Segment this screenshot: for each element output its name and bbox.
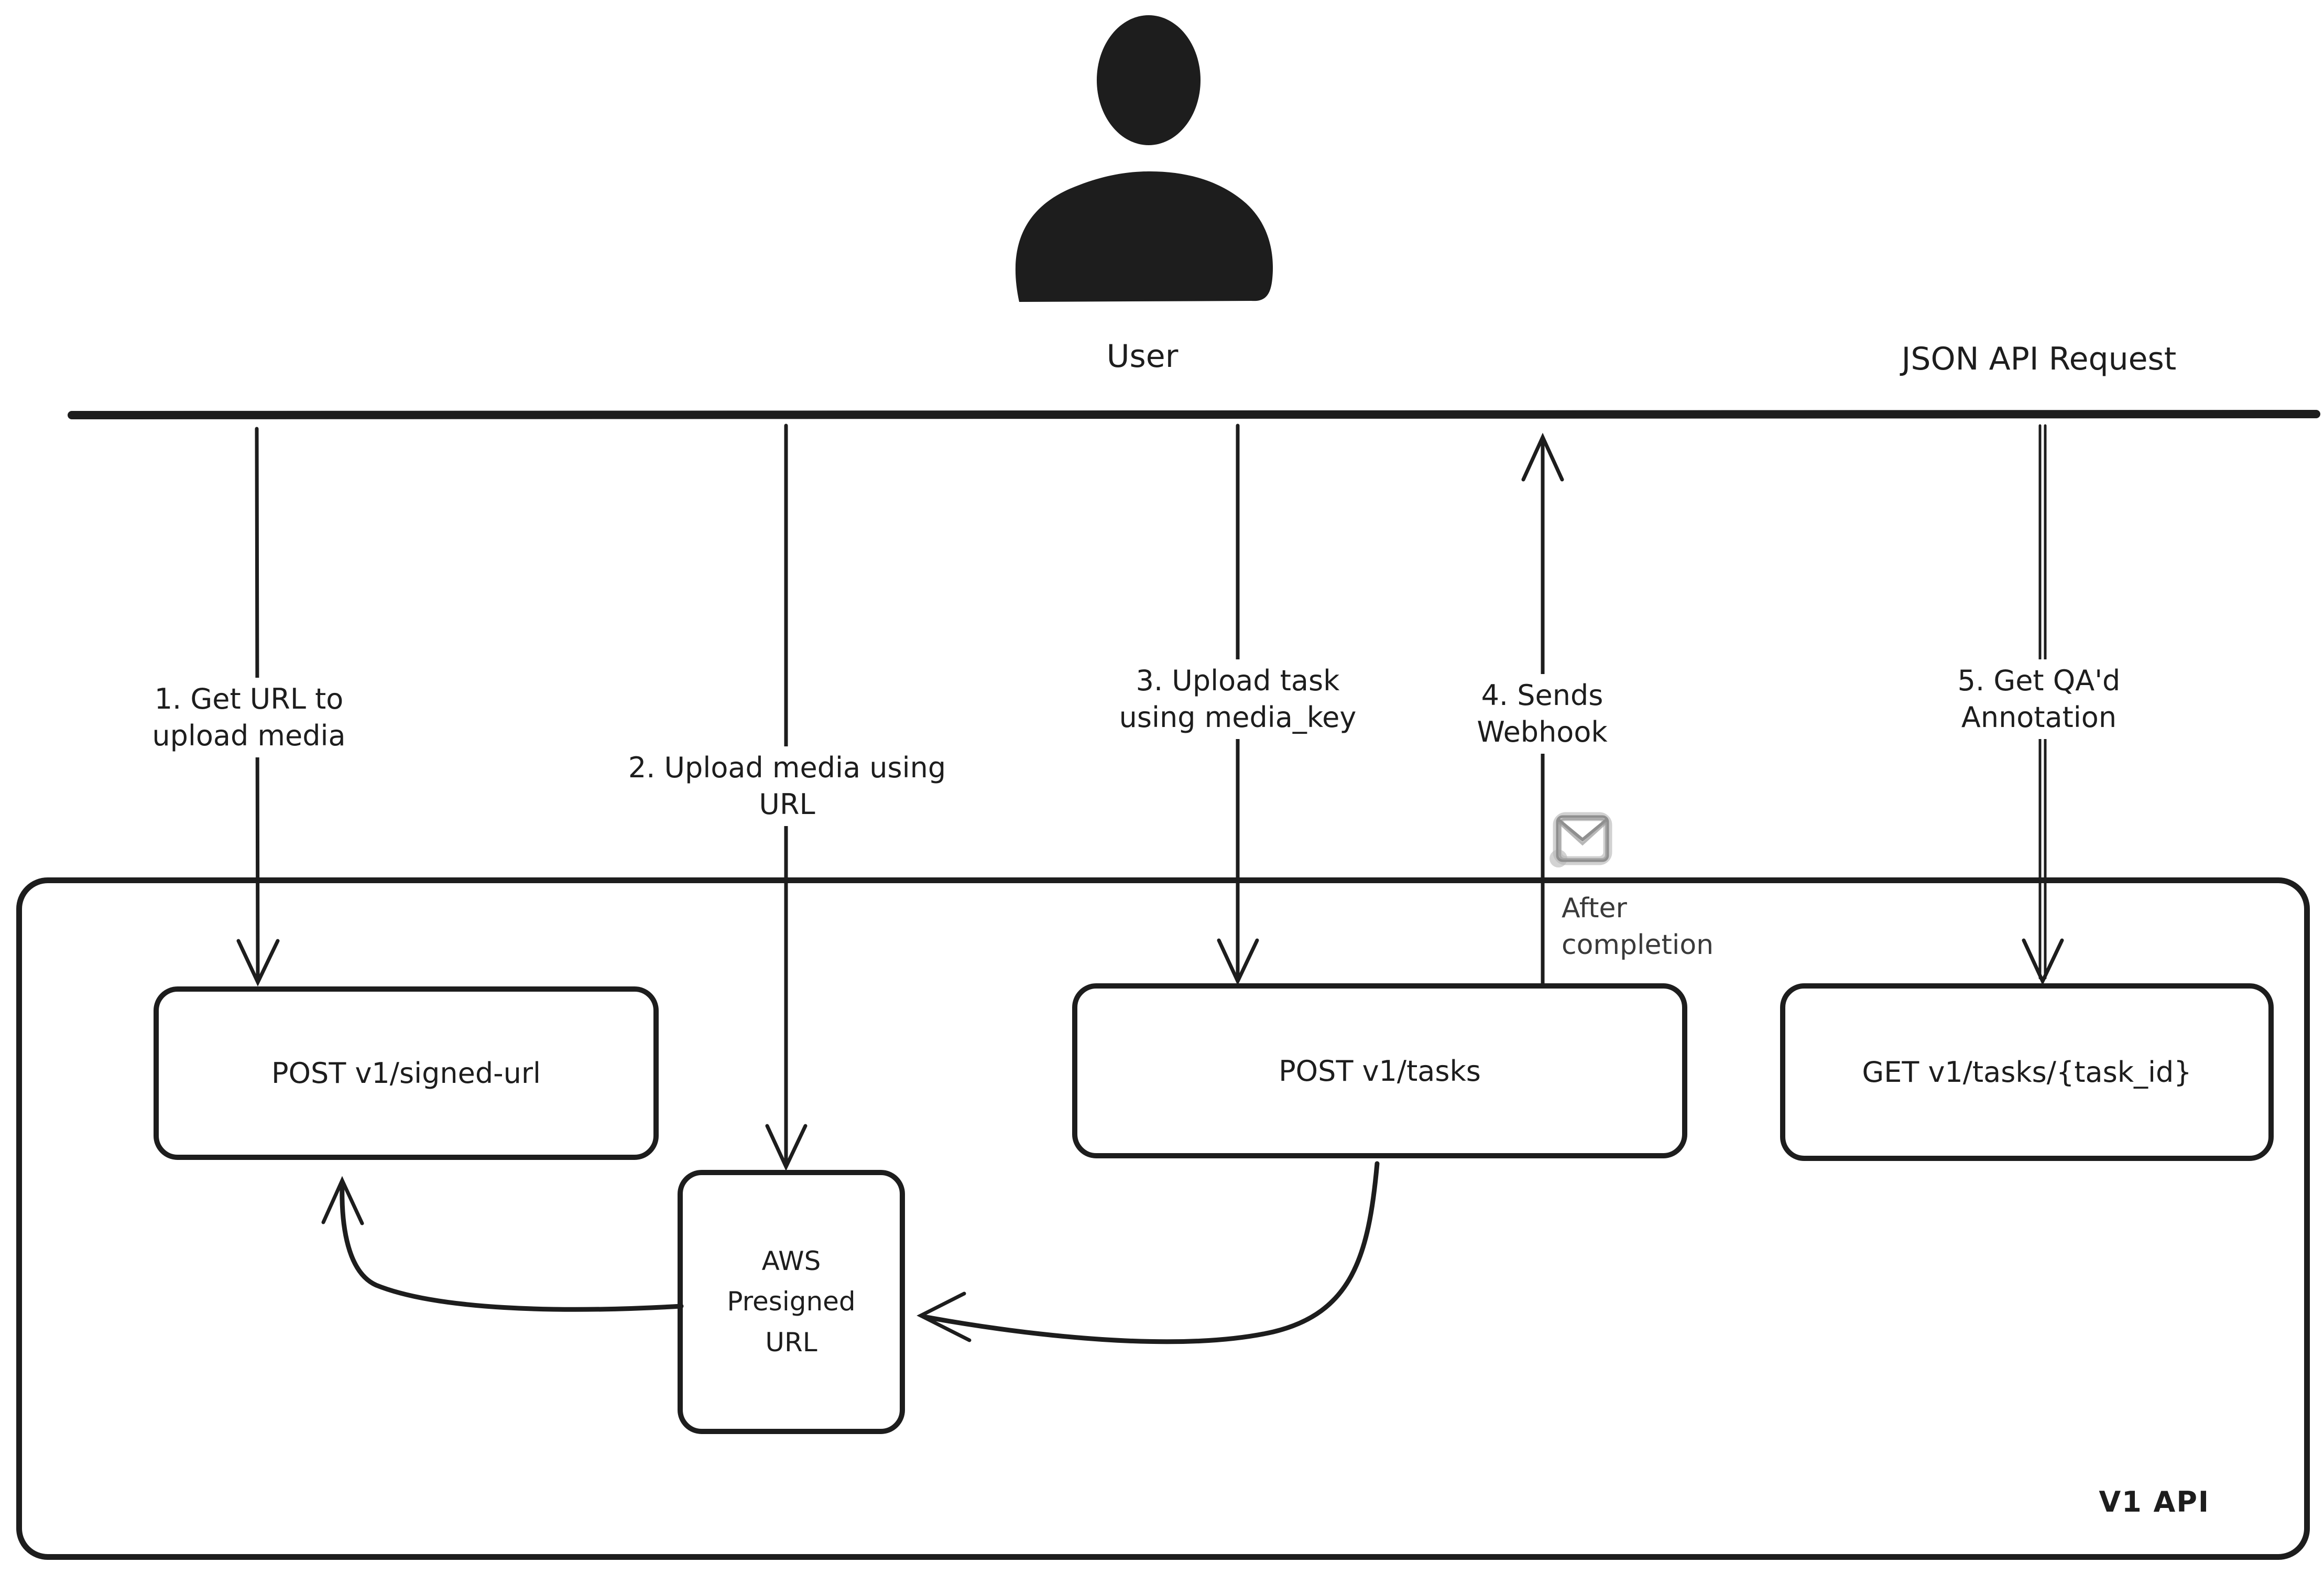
step-3-label: 3. Upload task using media_key (1101, 659, 1374, 740)
v1-api-container-box: V1 API (16, 877, 2310, 1560)
node-get-task-label: GET v1/tasks/{task_id} (1862, 1056, 2192, 1089)
node-get-task: GET v1/tasks/{task_id} (1780, 983, 2274, 1161)
lifeline-label: JSON API Request (1901, 341, 2177, 377)
after-completion-note: After completion (1562, 893, 1714, 961)
node-post-tasks-label: POST v1/tasks (1279, 1054, 1481, 1088)
container-label: V1 API (2099, 1485, 2210, 1518)
step-5-label: 5. Get QA'd Annotation (1918, 659, 2159, 740)
email-icon (1550, 812, 1612, 867)
node-aws-presigned-url-label: AWS Presigned URL (727, 1245, 856, 1358)
step-4-label: 4. Sends Webhook (1458, 674, 1626, 754)
node-aws-presigned-url: AWS Presigned URL (678, 1170, 905, 1434)
node-post-tasks: POST v1/tasks (1072, 983, 1687, 1158)
node-post-signed-url: POST v1/signed-url (154, 986, 659, 1160)
step-2-label: 2. Upload media using URL (609, 746, 965, 827)
step-1-label: 1. Get URL to upload media (128, 678, 369, 758)
lifeline (68, 410, 2320, 419)
user-icon (1015, 15, 1273, 302)
user-label: User (1106, 338, 1179, 375)
node-post-signed-url-label: POST v1/signed-url (271, 1057, 541, 1090)
